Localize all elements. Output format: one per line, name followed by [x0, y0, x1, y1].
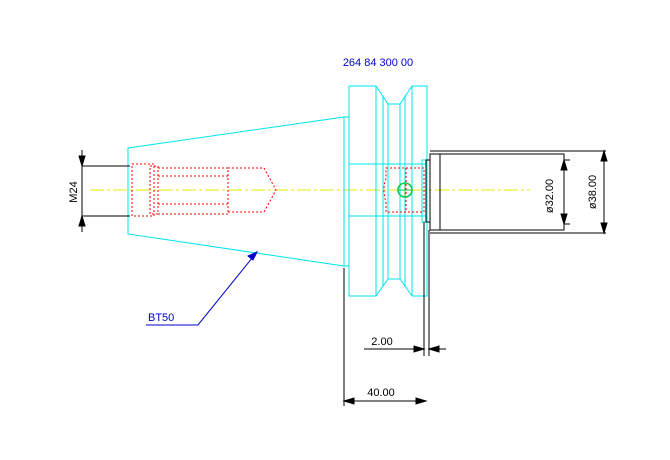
shank-outline — [425, 153, 565, 231]
hidden-lines — [131, 163, 425, 217]
taper-label: BT50 — [148, 312, 174, 324]
dimension-offset — [364, 222, 446, 356]
taper-leader — [146, 250, 259, 326]
ball-indicator — [397, 182, 413, 198]
length-label: 40.00 — [367, 387, 395, 399]
taper-outline — [127, 116, 350, 267]
dimension-length — [342, 268, 428, 406]
part-number-label: 264 84 300 00 — [343, 57, 413, 69]
flange-outline — [348, 85, 431, 297]
shank-outer-diameter-label: ø38.00 — [587, 175, 599, 209]
shank-inner-diameter-label: ø32.00 — [544, 179, 556, 213]
thread-label: M24 — [68, 181, 80, 202]
dimension-m24 — [78, 150, 130, 232]
offset-label: 2.00 — [371, 336, 392, 348]
dimension-diameters — [430, 149, 608, 235]
